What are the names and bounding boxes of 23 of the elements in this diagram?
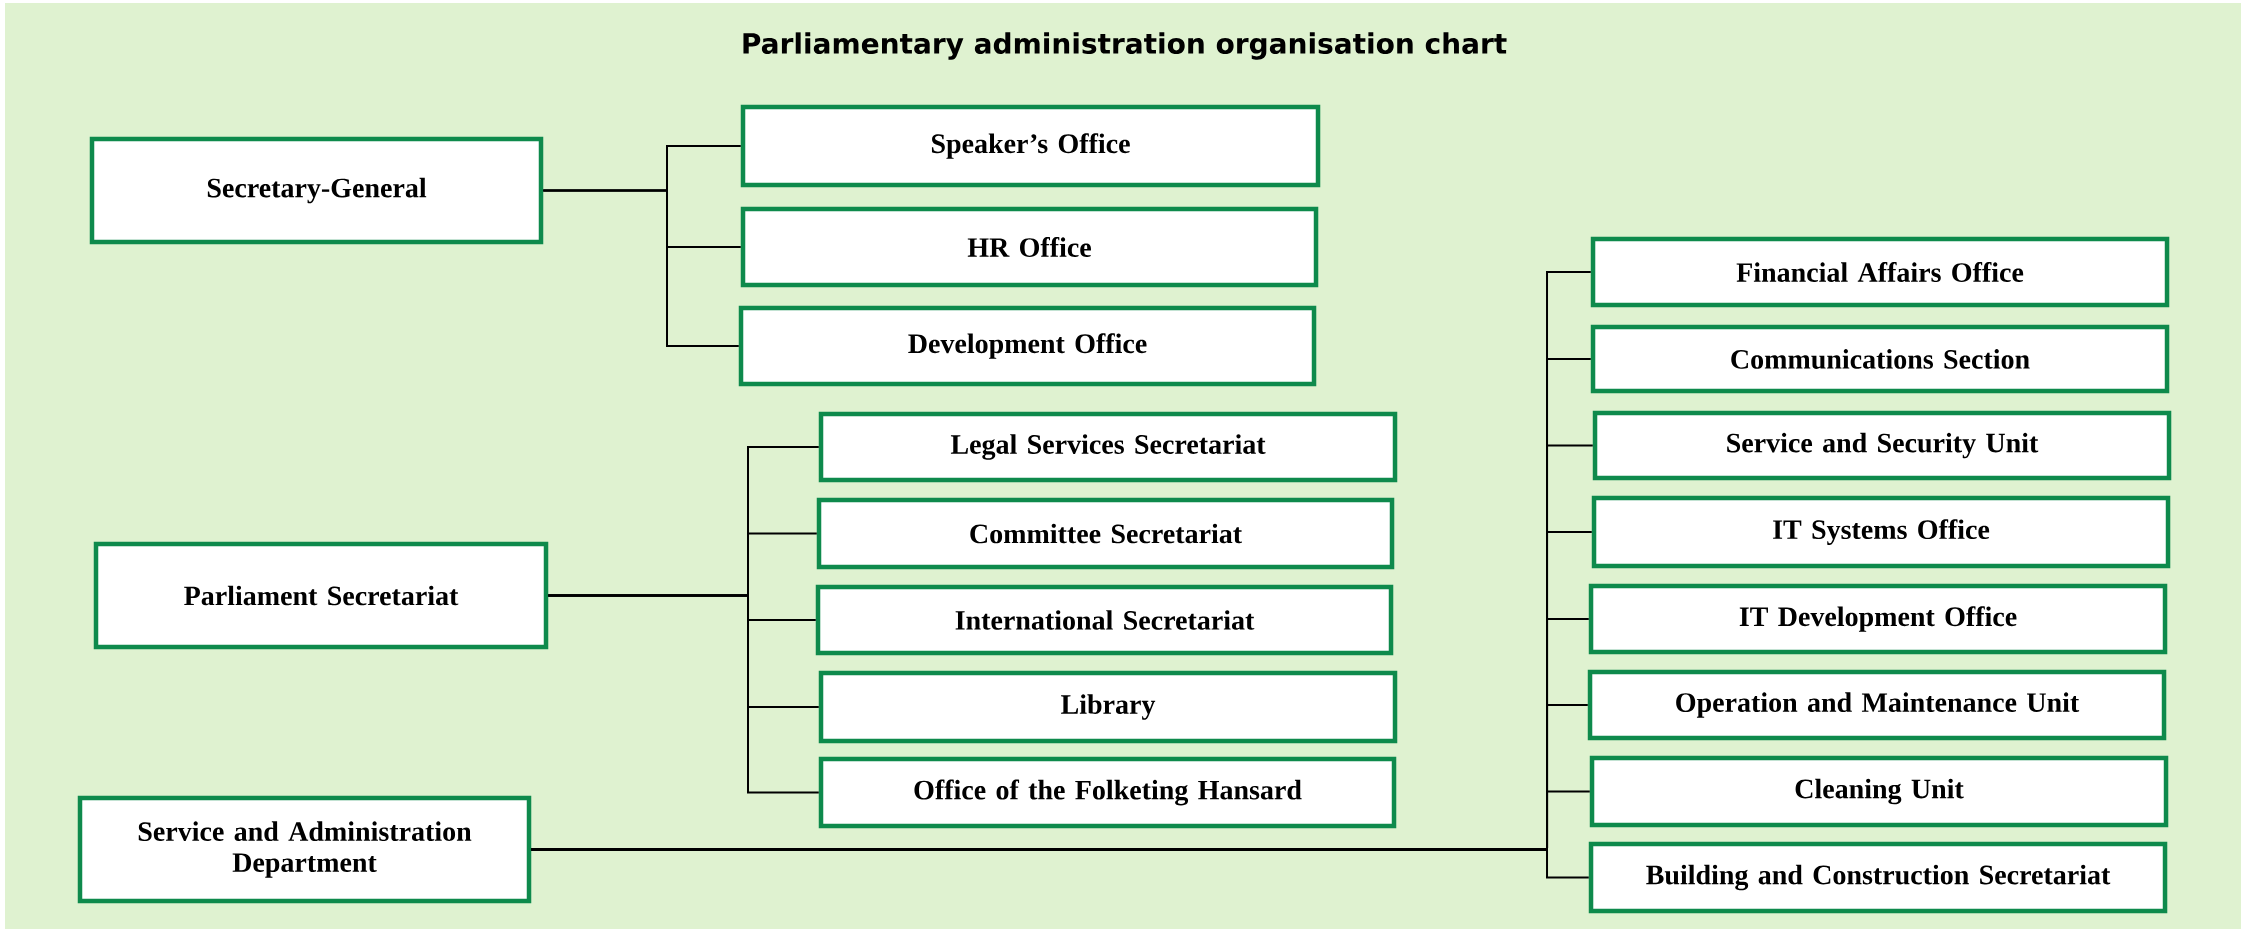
org-box: Development Office xyxy=(738,305,1317,387)
org-box: Service and Administration Department xyxy=(77,795,532,904)
chart-title: Parliamentary administration organisation chart xyxy=(743,32,1507,60)
org-box: IT Development Office xyxy=(1588,583,2168,655)
org-box: IT Systems Office xyxy=(1591,495,2171,569)
org-box: Financial Affairs Office xyxy=(1590,236,2170,308)
org-box: Speaker’s Office xyxy=(740,104,1321,188)
org-box: International Secretariat xyxy=(815,584,1394,656)
connector-line xyxy=(530,848,1590,879)
org-box: Communications Section xyxy=(1590,324,2170,394)
org-box: Committee Secretariat xyxy=(816,497,1395,570)
org-box: Cleaning Unit xyxy=(1589,755,2169,828)
org-box: Secretary-General xyxy=(89,136,544,245)
org-box: Library xyxy=(818,670,1398,744)
org-box: Legal Services Secretariat xyxy=(818,411,1398,483)
org-box: Parliament Secretariat xyxy=(93,541,549,650)
connector-line xyxy=(547,594,820,794)
org-box: Operation and Maintenance Unit xyxy=(1587,669,2167,741)
org-box: Building and Construction Secretariat xyxy=(1588,841,2168,914)
org-box: Service and Security Unit xyxy=(1592,410,2172,481)
org-box: Office of the Folketing Hansard xyxy=(818,756,1397,829)
connector-line xyxy=(542,189,740,347)
org-box: HR Office xyxy=(740,206,1319,288)
